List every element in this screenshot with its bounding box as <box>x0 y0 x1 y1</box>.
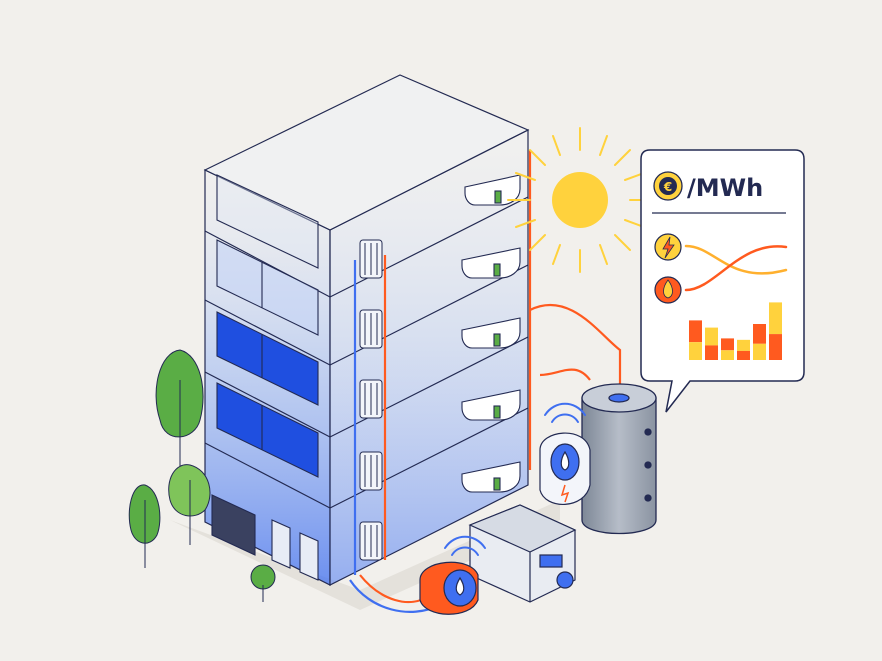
radiators <box>359 239 383 561</box>
price-bar <box>737 339 750 351</box>
trees <box>128 349 276 602</box>
hot-water-tank <box>581 383 657 535</box>
window <box>216 311 319 406</box>
price-bars <box>689 302 782 360</box>
price-bar-segment <box>705 345 718 360</box>
bathtub <box>461 247 521 279</box>
bathtub <box>461 317 521 349</box>
window <box>216 239 319 336</box>
tree <box>128 484 161 568</box>
price-bar <box>705 327 718 346</box>
energy-price-card: € /MWh <box>640 149 805 413</box>
price-bar <box>753 324 766 344</box>
price-bar <box>721 338 734 351</box>
window <box>216 174 319 269</box>
tank-feed-pipe <box>529 303 622 392</box>
building-windows <box>211 174 319 581</box>
price-bar <box>689 320 702 343</box>
price-bar-segment <box>737 350 750 360</box>
radiator <box>359 309 383 349</box>
tank-feed-pipe-2 <box>539 368 591 381</box>
bathtub <box>461 461 521 493</box>
price-bar-segment <box>753 343 766 360</box>
electricity-price-curve <box>684 244 788 275</box>
heating-pipes <box>349 150 622 613</box>
price-bar-segment <box>721 350 734 360</box>
sun-icon <box>507 127 653 273</box>
flame-icon <box>654 276 682 304</box>
smart-controller <box>539 432 591 505</box>
price-bar-segment <box>689 342 702 360</box>
wifi-icon <box>444 535 486 556</box>
gas-price-curve <box>684 245 788 292</box>
price-bar <box>769 302 782 335</box>
currency-symbol: € <box>663 180 672 194</box>
heat-pump <box>419 561 479 615</box>
tree <box>168 464 211 545</box>
wifi-icon <box>544 402 586 423</box>
bathtubs <box>461 174 521 493</box>
radiator <box>359 451 383 491</box>
lightning-icon <box>654 233 682 261</box>
building-roof <box>203 74 530 231</box>
radiator <box>359 379 383 419</box>
tree <box>155 349 204 470</box>
window <box>299 532 319 581</box>
radiator <box>359 521 383 561</box>
entrance-door <box>211 494 256 556</box>
bathtub <box>464 174 521 206</box>
tree <box>250 564 276 602</box>
price-unit-label: /MWh <box>687 174 763 202</box>
bathtub <box>461 389 521 421</box>
price-curves <box>684 244 788 292</box>
window <box>216 382 319 478</box>
price-bar-segment <box>769 334 782 360</box>
outdoor-unit <box>468 504 577 603</box>
radiator <box>359 239 383 279</box>
window <box>271 519 291 569</box>
